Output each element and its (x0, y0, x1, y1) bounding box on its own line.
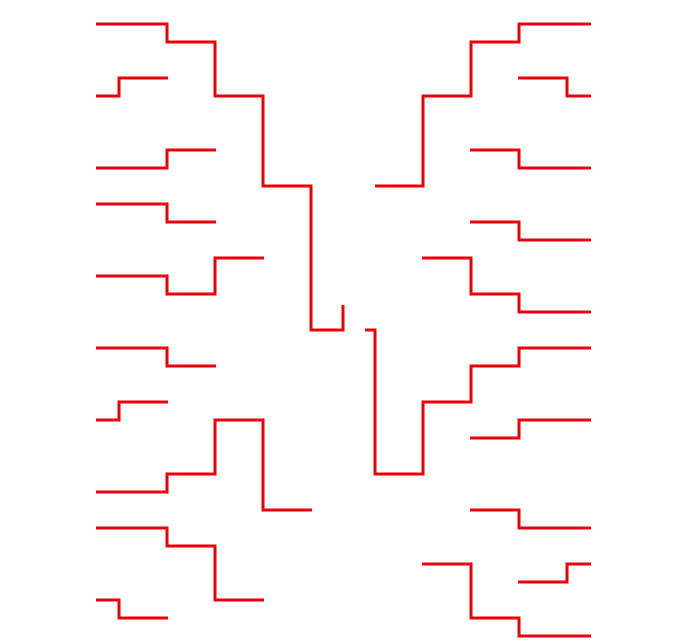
left-path-2 (96, 76, 168, 98)
right-path-4 (470, 220, 591, 242)
right-path-6 (365, 328, 591, 476)
right-bracket-group (365, 22, 591, 638)
left-bracket-group (96, 22, 345, 620)
right-path-9 (518, 562, 591, 584)
left-path-5 (96, 256, 264, 296)
left-path-4 (96, 202, 216, 224)
left-path-10 (96, 598, 168, 620)
left-path-3 (96, 148, 216, 170)
left-path-9 (96, 526, 264, 602)
left-path-8 (96, 418, 312, 512)
right-path-1 (375, 22, 591, 188)
right-path-5 (422, 256, 591, 314)
right-path-8 (470, 508, 591, 530)
right-path-10 (422, 562, 591, 638)
left-path-7 (96, 400, 168, 422)
left-path-1 (96, 22, 345, 332)
right-path-3 (470, 148, 591, 170)
right-path-2 (518, 76, 591, 98)
right-path-7 (470, 418, 591, 440)
left-path-6 (96, 346, 216, 368)
